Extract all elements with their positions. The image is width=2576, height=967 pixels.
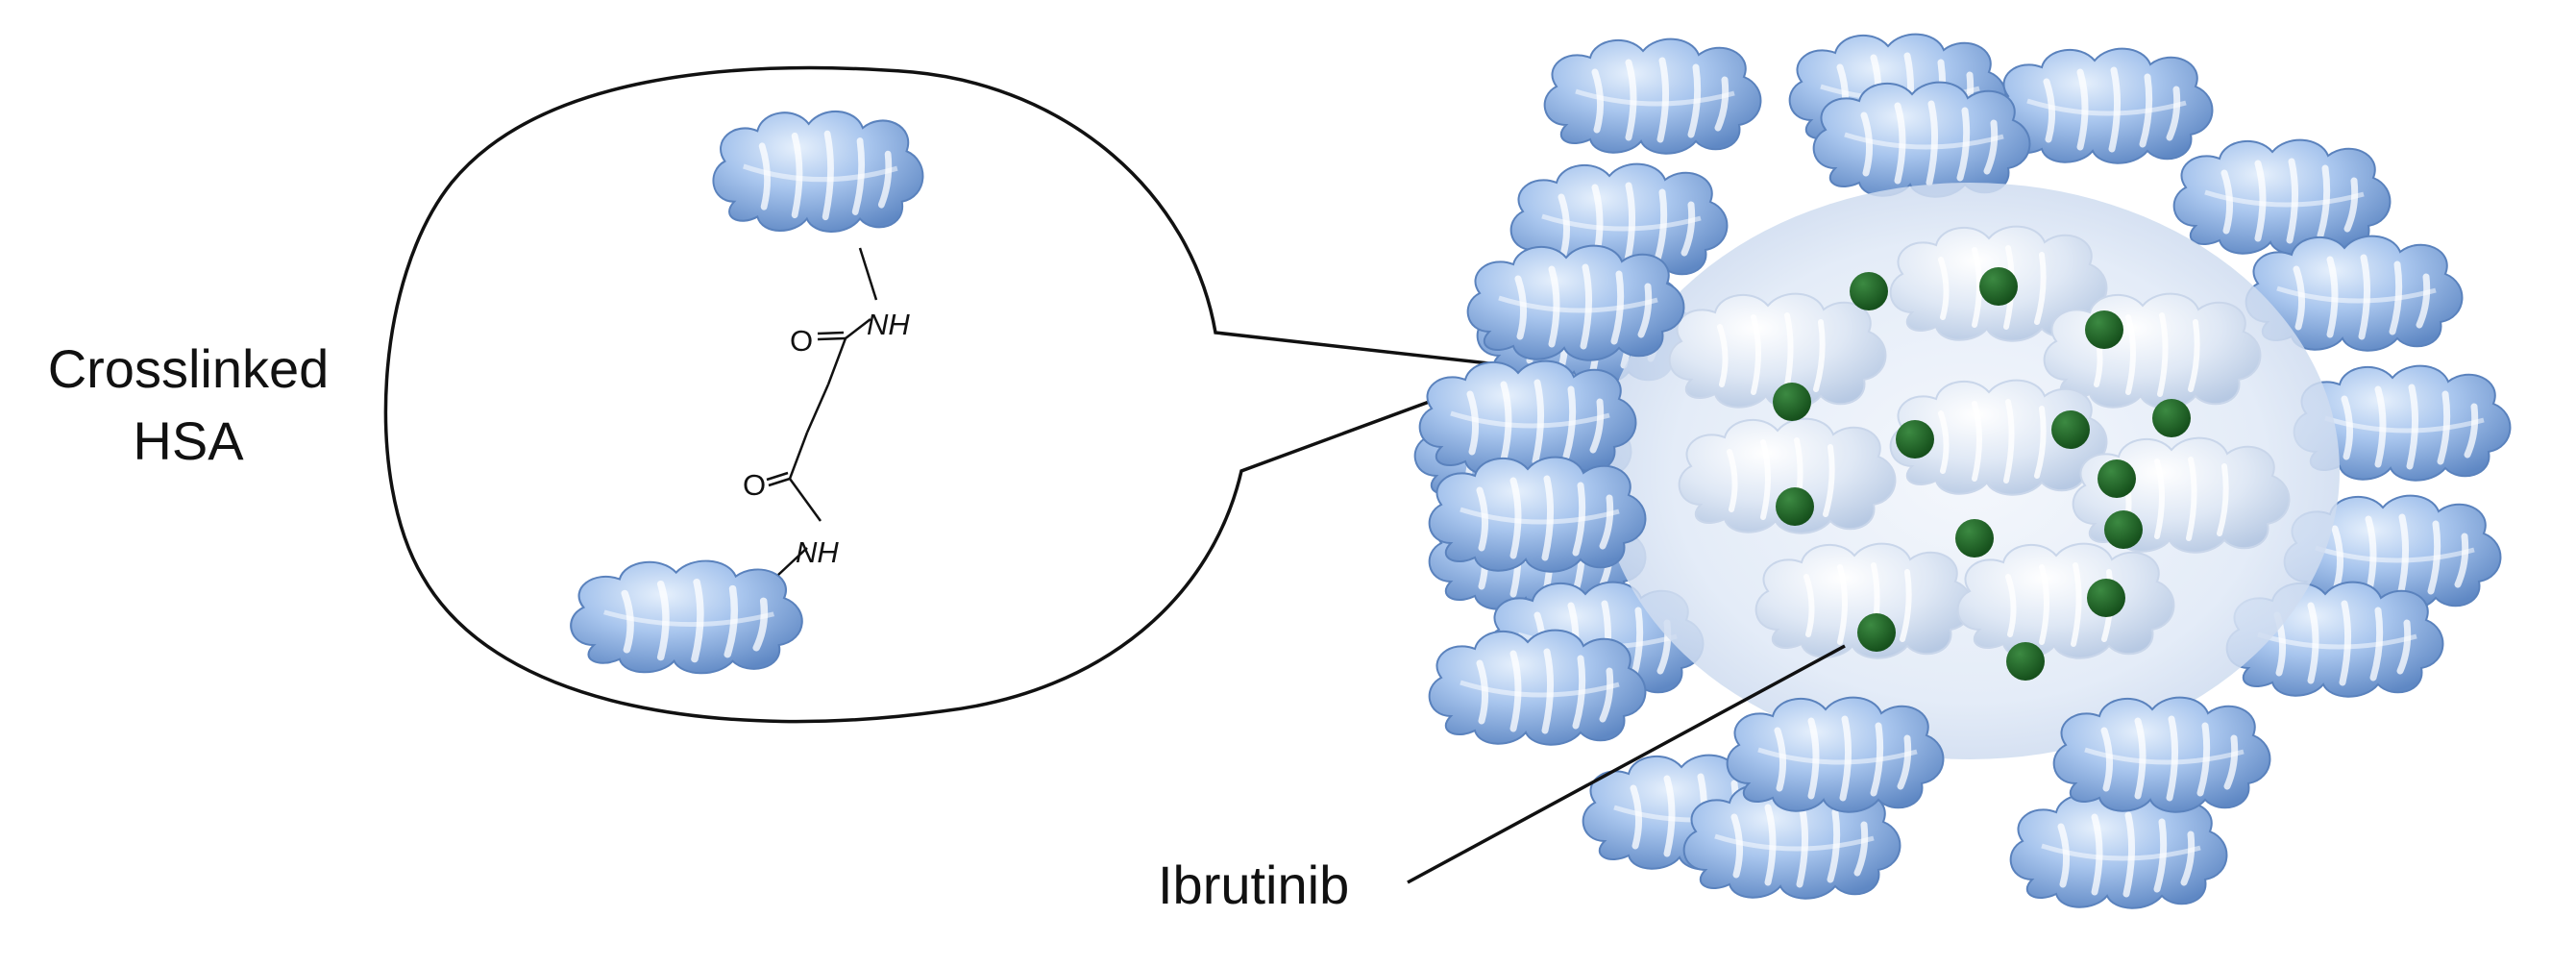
ibrutinib-leader-line <box>1407 644 1846 884</box>
hsa-protein-icon <box>1545 39 1761 154</box>
ibrutinib-dot-icon <box>1979 267 2018 306</box>
ibrutinib-dot-icon <box>2085 310 2123 349</box>
hsa-protein-icon <box>1430 631 1646 745</box>
amide-o-bottom: O <box>743 468 766 502</box>
nanoparticle <box>1415 35 2511 908</box>
ibrutinib-dot-icon <box>1955 519 1994 558</box>
hsa-protein-icon <box>1468 246 1684 360</box>
ibrutinib-dot-icon <box>2006 642 2045 681</box>
hsa-protein-icon <box>1430 458 1646 572</box>
crosslinked-label-line2: HSA <box>133 410 244 471</box>
ibrutinib-dot-icon <box>1850 272 1888 310</box>
ibrutinib-label: Ibrutinib <box>1158 855 1349 915</box>
ibrutinib-dot-icon <box>2098 459 2136 498</box>
callout-bubble <box>383 65 1524 724</box>
ibrutinib-dot-icon <box>1773 383 1811 421</box>
crosslink-chemical-structure <box>766 247 878 576</box>
hsa-protein-icon <box>1958 544 2174 658</box>
ibrutinib-dot-icon <box>2087 579 2125 617</box>
ibrutinib-dot-icon <box>2152 399 2191 437</box>
hsa-protein-icon <box>2054 698 2270 812</box>
hsa-protein-icon <box>571 561 802 674</box>
ibrutinib-dots <box>1773 267 2191 681</box>
hsa-protein-icon <box>2174 140 2391 255</box>
ibrutinib-dot-icon <box>1776 487 1814 526</box>
amide-o-top: O <box>790 324 813 358</box>
ibrutinib-dot-icon <box>1896 420 1934 459</box>
hsa-protein-icon <box>1814 83 2030 197</box>
ibrutinib-dot-icon <box>2051 410 2090 449</box>
hsa-protein-icon <box>713 112 922 232</box>
ibrutinib-dot-icon <box>1857 613 1896 652</box>
hsa-protein-icon <box>1728 698 1944 812</box>
ibrutinib-dot-icon <box>2104 510 2143 549</box>
crosslinked-label-line1: Crosslinked <box>48 338 330 399</box>
amide-nh-bottom: NH <box>796 535 839 569</box>
hsa-protein-icon <box>1420 361 1636 476</box>
amide-nh-top: NH <box>867 308 910 341</box>
